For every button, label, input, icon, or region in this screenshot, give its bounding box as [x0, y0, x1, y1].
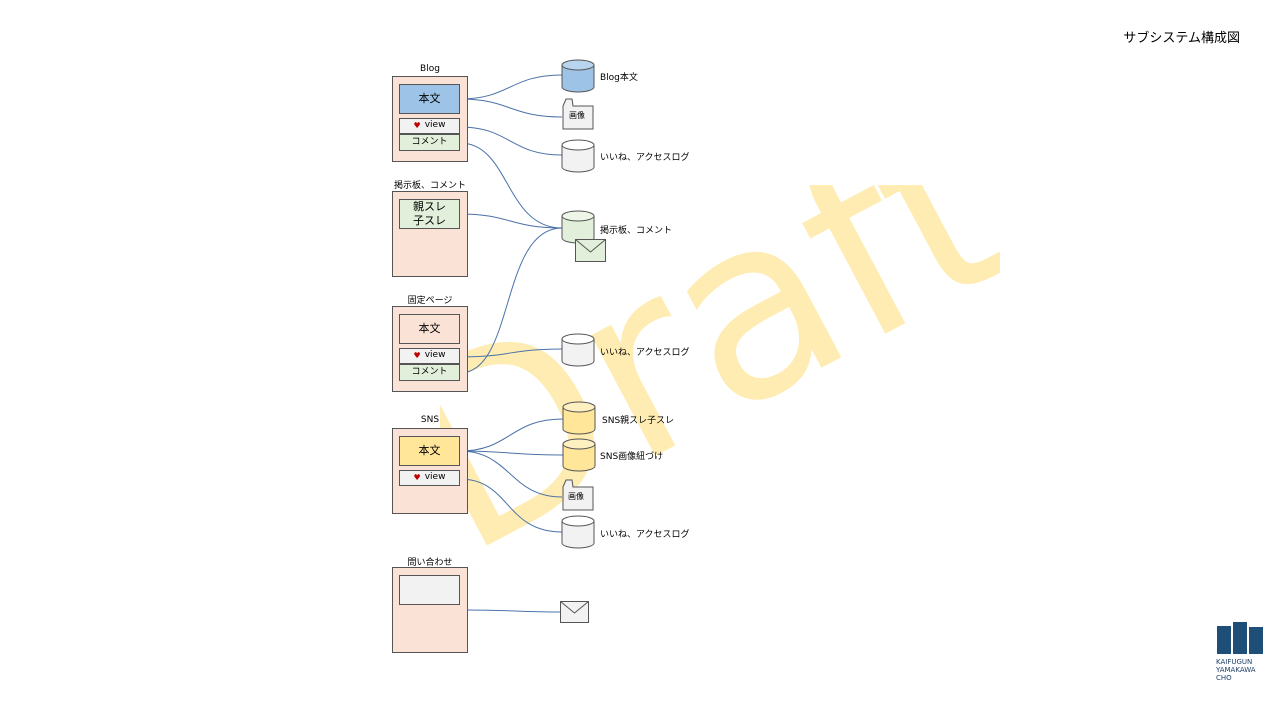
logo: KAIFUGUN YAMAKAWA CHO — [1216, 622, 1266, 682]
store-label-blog-image: 画像 — [569, 110, 585, 120]
mail-icon — [560, 601, 589, 623]
line-sns-link — [459, 450, 564, 456]
database-icon — [562, 401, 596, 435]
store-label-blog-likes: いいね、アクセスログ — [600, 153, 690, 163]
sns-view-label: view — [424, 472, 446, 483]
store-label-fixed-likes: いいね、アクセスログ — [600, 348, 690, 358]
logo-bars-icon — [1217, 622, 1263, 654]
fixed-view-box: ♥view — [399, 348, 460, 364]
line-fixed-likes — [459, 348, 563, 358]
store-label-sns-image-link: SNS画像紐づけ — [600, 452, 664, 462]
blog-body-box: 本文 — [399, 84, 460, 114]
line-sns-likes — [459, 478, 563, 533]
logo-line-1: KAIFUGUN — [1216, 658, 1253, 666]
database-icon — [562, 438, 596, 472]
draft-watermark: Draft — [440, 185, 1000, 545]
line-sns-thread — [459, 418, 564, 452]
line-blog-comment — [459, 142, 563, 229]
bbs-parent-thread-label: 親スレ — [413, 200, 446, 214]
section-label-contact: 問い合わせ — [407, 558, 453, 568]
sns-view-box: ♥view — [399, 470, 460, 486]
store-label-sns-likes: いいね、アクセスログ — [600, 530, 690, 540]
line-blog-image — [459, 98, 563, 118]
database-icon — [561, 139, 595, 173]
fixed-view-label: view — [424, 350, 446, 361]
mail-icon — [575, 239, 606, 262]
sns-body-box: 本文 — [399, 436, 460, 466]
heart-icon: ♥ — [413, 351, 421, 360]
logo-text: KAIFUGUN YAMAKAWA CHO — [1216, 658, 1266, 682]
line-contact-mail — [467, 609, 563, 613]
bbs-child-thread-label: 子スレ — [413, 214, 446, 227]
contact-form-box — [399, 575, 460, 605]
store-label-blog-body: Blog本文 — [600, 73, 638, 83]
section-label-bbs: 掲示板、コメント — [393, 181, 466, 191]
page-title: サブシステム構成図 — [1123, 31, 1240, 46]
section-label-sns: SNS — [420, 415, 440, 425]
line-sns-image — [459, 450, 563, 498]
logo-line-2: YAMAKAWA — [1216, 666, 1256, 674]
line-bbs-thread — [459, 213, 563, 229]
store-label-sns-thread: SNS親スレ子スレ — [602, 416, 675, 426]
section-label-blog: Blog — [420, 64, 440, 74]
blog-view-label: view — [424, 120, 446, 131]
bbs-thread-box: 親スレ 子スレ — [399, 199, 460, 229]
section-label-fixed: 固定ページ — [407, 296, 453, 306]
file-icon — [562, 479, 594, 511]
blog-comment-box: コメント — [399, 134, 460, 151]
database-icon — [561, 515, 595, 549]
fixed-comment-box: コメント — [399, 364, 460, 381]
heart-icon: ♥ — [413, 121, 421, 130]
heart-icon: ♥ — [413, 473, 421, 482]
database-icon — [561, 59, 595, 93]
blog-view-box: ♥view — [399, 118, 460, 134]
line-blog-likes — [459, 126, 563, 156]
line-blog-body — [459, 74, 563, 100]
store-label-sns-image: 画像 — [568, 491, 584, 501]
database-icon — [561, 333, 595, 367]
fixed-body-box: 本文 — [399, 314, 460, 344]
file-icon — [562, 98, 594, 130]
store-label-bbs-comment: 掲示板、コメント — [600, 226, 673, 236]
logo-line-3: CHO — [1216, 674, 1232, 682]
line-fixed-comment — [459, 227, 563, 374]
